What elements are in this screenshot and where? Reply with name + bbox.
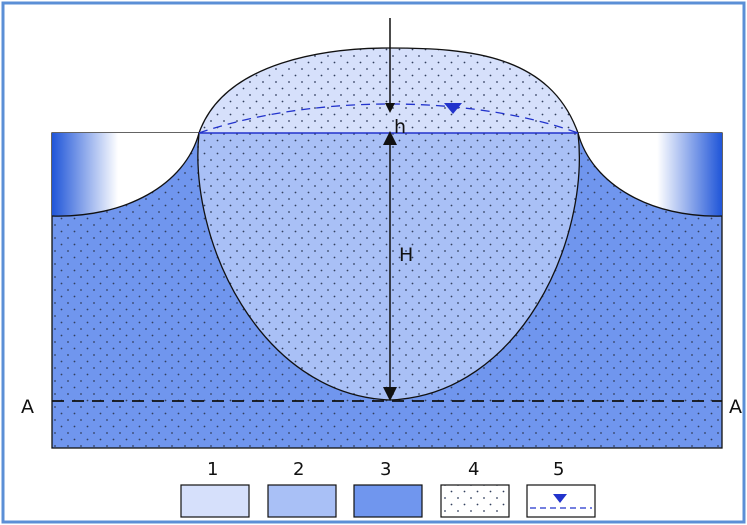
label-h: h	[394, 116, 406, 138]
legend-swatch-dark	[354, 485, 422, 517]
legend-number-5: 5	[553, 459, 564, 480]
legend-number-4: 4	[468, 459, 479, 480]
legend-number-1: 1	[207, 459, 218, 480]
legend-swatch-medium	[268, 485, 336, 517]
legend-swatch-light	[181, 485, 249, 517]
label-H: H	[399, 244, 413, 266]
label-a-left: A	[21, 396, 34, 418]
label-a-right: A	[729, 396, 742, 418]
legend-number-3: 3	[380, 459, 391, 480]
legend-number-2: 2	[293, 459, 304, 480]
legend: 1 2 3 4 5	[181, 459, 595, 517]
